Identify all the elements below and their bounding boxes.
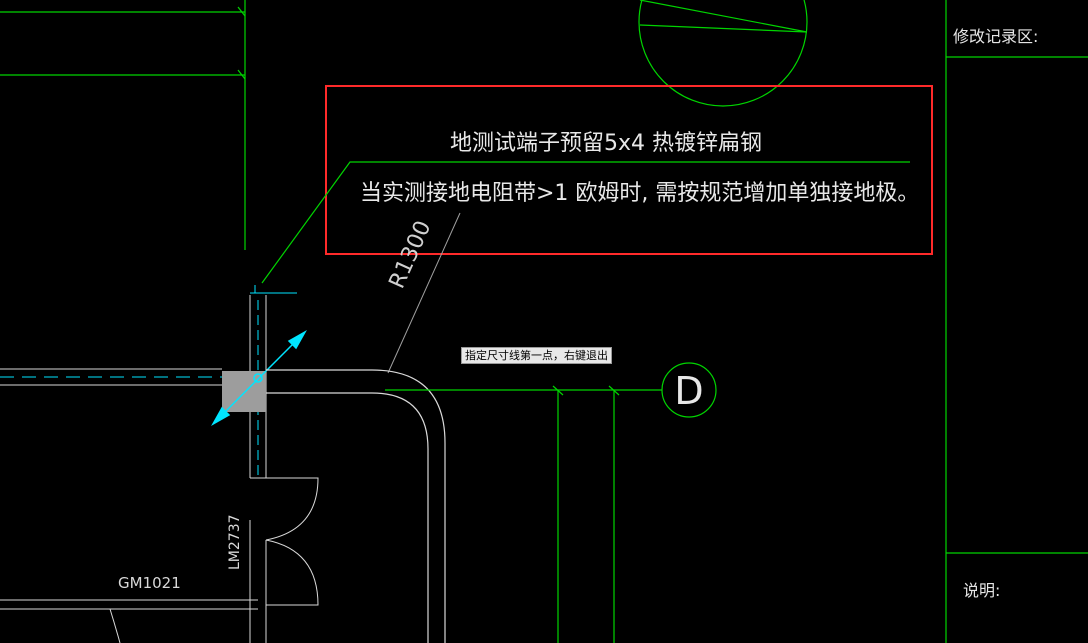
- room-walls-lower: [0, 477, 319, 643]
- curved-wall: [266, 369, 446, 643]
- cyan-arrow-indicator: [211, 330, 307, 426]
- title-block: [945, 0, 1088, 643]
- circle-grid-marker: [638, 0, 808, 107]
- annotation-box[interactable]: [325, 85, 933, 255]
- radius-dimension-line: [387, 212, 461, 374]
- notes-label: 说明:: [963, 581, 1001, 600]
- command-prompt-tooltip: 指定尺寸线第一点，右键退出: [461, 347, 612, 364]
- grid-line-d: [385, 362, 717, 643]
- grip-center-point[interactable]: [253, 373, 263, 383]
- top-left-green-lines: [0, 0, 246, 250]
- grid-axis-label: D: [674, 369, 703, 413]
- annotation-line-1: 地测试端子预留5x4 热镀锌扁钢: [450, 131, 762, 156]
- revision-record-label: 修改记录区:: [953, 27, 1039, 46]
- door-label-gm: GM1021: [118, 574, 181, 592]
- annotation-line-2: 当实测接地电阻带>1 欧姆时, 需按规范增加单独接地极。: [360, 181, 919, 206]
- left-walls: [0, 368, 222, 386]
- door-label-lm: LM2737: [227, 514, 243, 570]
- leader-line: [261, 161, 910, 284]
